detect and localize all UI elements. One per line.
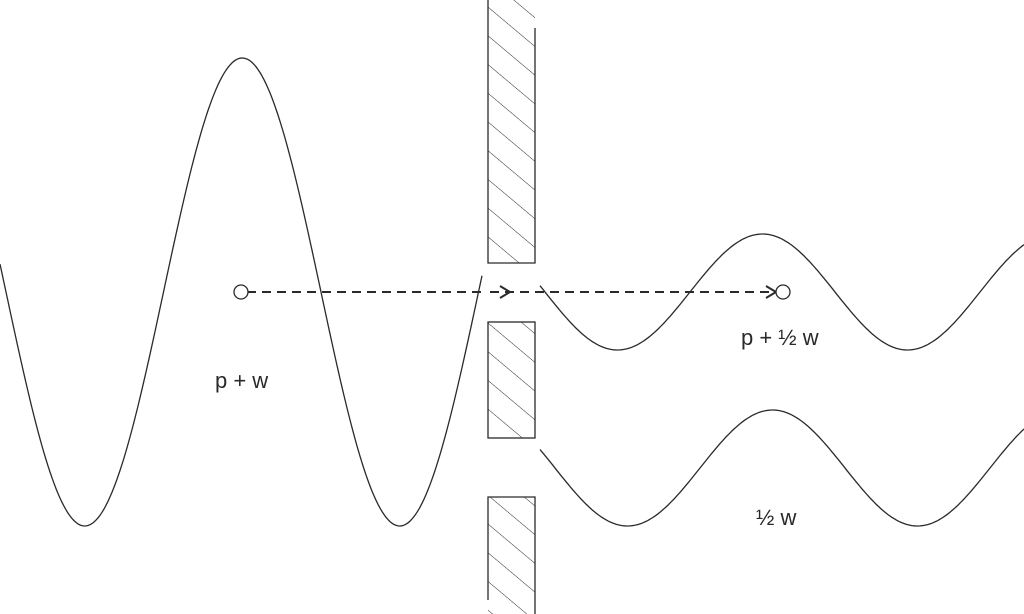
barrier-bottom xyxy=(487,496,536,614)
transmitted-label: p + ½ w xyxy=(741,325,819,350)
propagation-arrow xyxy=(233,284,791,300)
start-point xyxy=(233,284,249,300)
incoming-wave xyxy=(0,57,483,527)
barrier-top xyxy=(487,0,536,264)
reflected-wave xyxy=(539,409,1024,527)
reflected-label: ½ w xyxy=(756,505,796,530)
incoming-label: p + w xyxy=(215,368,268,393)
end-point xyxy=(775,284,791,300)
transmitted-wave xyxy=(539,233,1024,351)
barrier-middle xyxy=(487,321,536,439)
arrowhead-icon xyxy=(499,285,512,299)
